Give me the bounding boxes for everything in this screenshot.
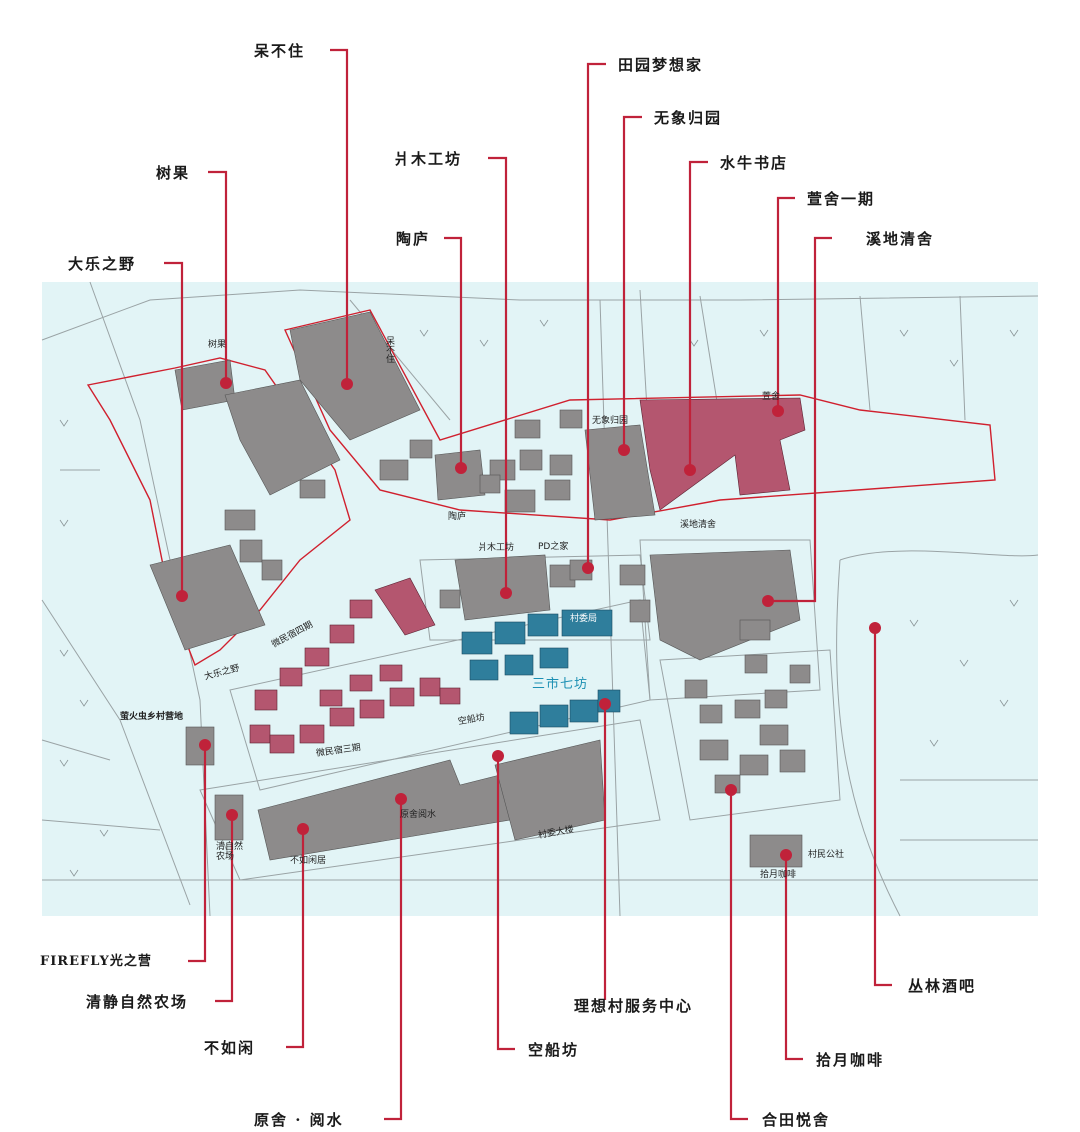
location-dot-icon[interactable]	[395, 793, 407, 805]
callout-label-qingjingziran: 清静自然农场	[86, 993, 189, 1011]
callout-line-conglinjiuba	[873, 628, 892, 987]
callout-line-panmugongfang	[488, 156, 508, 593]
map-label-yingguochong: 萤火虫乡村营地	[120, 712, 184, 722]
callout-line-qingjingziran	[215, 815, 234, 1003]
callout-label-shiyuekafei: 拾月咖啡	[816, 1051, 885, 1069]
buildings-gray	[149, 311, 811, 868]
map-label-wuxiangguiyuan: 无象归园	[592, 416, 629, 426]
location-dot-icon[interactable]	[176, 590, 188, 602]
map-label-shiyuekafei: 拾月咖啡	[760, 870, 797, 880]
map-label-xuanshe: 萱舍	[762, 392, 781, 402]
location-dot-icon[interactable]	[684, 464, 696, 476]
location-dot-icon[interactable]	[220, 377, 232, 389]
map-label-qingziran: 清自然农场	[216, 842, 244, 862]
callout-label-kongchuanfang: 空船坊	[528, 1041, 580, 1059]
buildings-red	[249, 397, 806, 754]
location-dots	[176, 377, 881, 861]
callout-lines	[164, 48, 892, 1121]
callout-line-yuanshe	[384, 799, 403, 1121]
callout-line-kongchuanfang	[496, 756, 515, 1051]
callout-label-conglinjiuba: 丛林酒吧	[908, 977, 977, 995]
callout-line-shuguo	[208, 170, 228, 383]
callout-label-shuiniushudian: 水牛书店	[720, 154, 789, 172]
callout-label-xidiqingshe: 溪地清舍	[866, 230, 935, 248]
location-dot-icon[interactable]	[226, 809, 238, 821]
map-label-taolu: 陶庐	[448, 512, 467, 522]
location-dot-icon[interactable]	[455, 462, 467, 474]
map-label-caibuzhu: 呆不住	[384, 336, 394, 363]
map-label-pdzhijia: PD之家	[538, 542, 569, 552]
callout-line-burumin	[286, 829, 305, 1049]
map-label-yuanshe: 原舍阅水	[400, 810, 437, 820]
location-dot-icon[interactable]	[199, 739, 211, 751]
callout-line-shiyuekafei	[784, 855, 803, 1061]
location-dot-icon[interactable]	[725, 784, 737, 796]
map-label-buruxianju: 不如闲居	[290, 856, 327, 866]
map-label-sanshiqifang: 三市七坊	[532, 677, 589, 692]
callout-line-shuiniushudian	[688, 160, 708, 470]
location-dot-icon[interactable]	[618, 444, 630, 456]
location-dot-icon[interactable]	[500, 587, 512, 599]
location-dot-icon[interactable]	[599, 698, 611, 710]
callout-label-burumin: 不如闲	[204, 1039, 256, 1057]
callout-label-yuanshe: 原舍 · 阅水	[254, 1111, 344, 1129]
callout-label-hetianyueshe: 合田悦舍	[762, 1111, 831, 1129]
callout-label-wuxiangguiyuan: 无象归园	[654, 109, 723, 127]
callout-line-songcaibuzhu	[330, 48, 349, 384]
callout-line-firefly	[188, 745, 207, 963]
callout-label-firefly: FIREFLY光之营	[40, 954, 152, 969]
callout-line-xidiqingshe	[768, 236, 832, 603]
callout-label-panmugongfang: 爿木工坊	[394, 150, 463, 168]
map-label-cunmingongshe: 村民公社	[808, 850, 845, 860]
location-dot-icon[interactable]	[780, 849, 792, 861]
location-dot-icon[interactable]	[297, 823, 309, 835]
callout-label-lixiangcun: 理想村服务中心	[574, 997, 694, 1015]
tree-symbol-icon	[59, 319, 1019, 877]
callout-label-tianyuanmengxiangjia: 田园梦想家	[618, 56, 704, 74]
callout-line-xuanshe	[776, 196, 795, 411]
map-label-xidiqingshe: 溪地清舍	[680, 520, 717, 530]
map-label-panmugongfang: 爿木工坊	[478, 543, 515, 553]
location-dot-icon[interactable]	[772, 405, 784, 417]
callout-line-hetianyueshe	[729, 790, 748, 1121]
location-dot-icon[interactable]	[869, 622, 881, 634]
callout-line-wuxiangguiyuan	[622, 115, 642, 450]
location-dot-icon[interactable]	[341, 378, 353, 390]
callout-label-taolu: 陶庐	[396, 230, 431, 248]
callout-line-daleziye	[164, 261, 184, 596]
callout-label-xuanshe: 萱舍一期	[807, 190, 876, 208]
callout-label-daleziye: 大乐之野	[68, 255, 137, 273]
callout-line-taolu	[444, 236, 463, 468]
callout-label-songcaibuzhu: 呆不住	[254, 42, 306, 60]
location-dot-icon[interactable]	[582, 562, 594, 574]
map-label-shuguo: 树果	[208, 340, 227, 350]
map-label-cunweihui: 村委局	[570, 614, 598, 624]
callout-line-tianyuanmengxiangjia	[586, 62, 606, 568]
callout-label-shuguo: 树果	[156, 164, 191, 182]
location-dot-icon[interactable]	[492, 750, 504, 762]
location-dot-icon[interactable]	[762, 595, 774, 607]
